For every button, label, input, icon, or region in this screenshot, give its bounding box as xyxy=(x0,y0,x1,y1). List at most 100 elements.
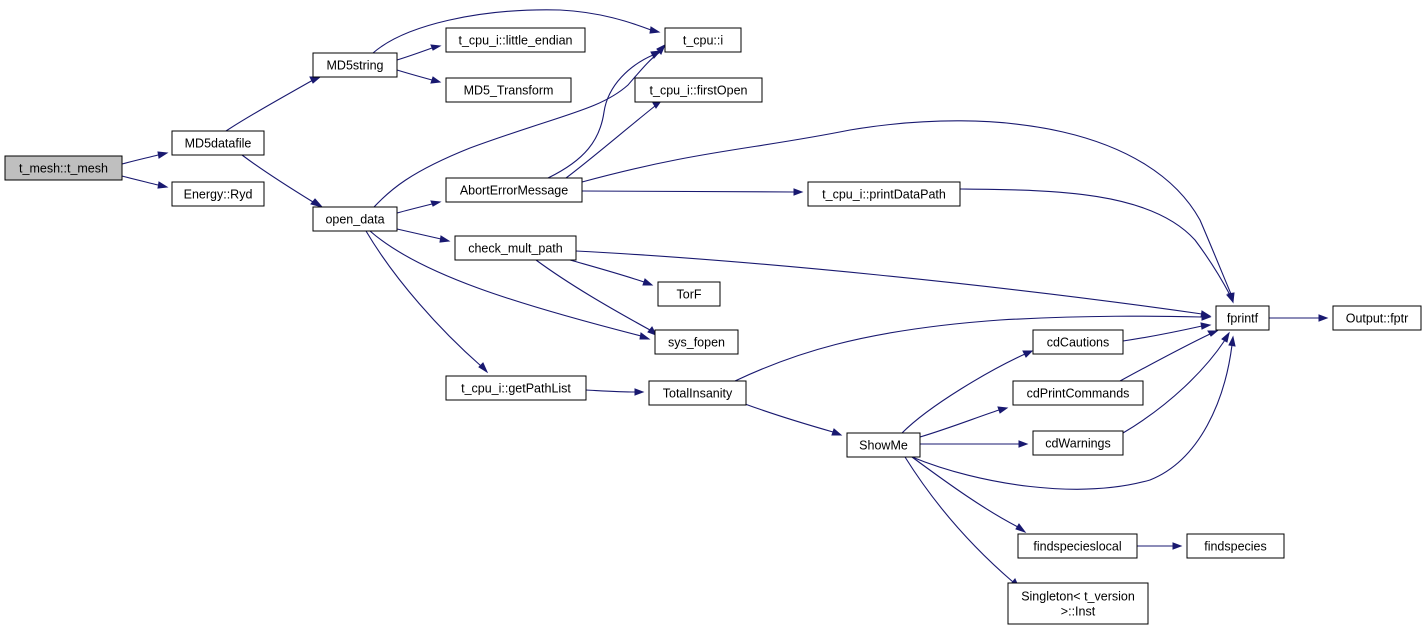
node-box[interactable] xyxy=(1186,533,1285,559)
arrowhead-icon xyxy=(1018,440,1029,448)
node-label: t_cpu_i::getPathList xyxy=(461,382,571,396)
node-box[interactable] xyxy=(648,380,747,406)
node-box[interactable] xyxy=(654,329,739,355)
node-box[interactable] xyxy=(4,155,123,181)
edge-open_data-to-abort_error xyxy=(396,200,442,214)
arrowhead-icon xyxy=(1200,322,1212,330)
arrowhead-icon xyxy=(157,151,169,159)
arrowhead-icon xyxy=(649,26,661,34)
edge-line xyxy=(911,344,1233,490)
node-label: t_cpu_i::little_endian xyxy=(459,34,573,48)
arrowhead-icon xyxy=(639,332,651,340)
arrowhead-icon xyxy=(647,326,658,336)
node-box[interactable] xyxy=(657,281,721,307)
node-fprintf[interactable]: fprintf xyxy=(1215,305,1270,331)
node-show-me[interactable]: ShowMe xyxy=(846,432,921,458)
node-box[interactable] xyxy=(664,27,742,53)
edge-line xyxy=(1119,333,1211,382)
node-box[interactable] xyxy=(1012,380,1144,406)
edge-line xyxy=(225,79,314,132)
node-label: fprintf xyxy=(1227,312,1259,326)
node-md5string[interactable]: MD5string xyxy=(312,52,398,78)
node-open-data[interactable]: open_data xyxy=(312,206,398,232)
edge-line xyxy=(581,190,795,193)
node-box[interactable] xyxy=(1215,305,1270,331)
node-t-cpu-i[interactable]: t_cpu::i xyxy=(664,27,742,53)
node-energy-ryd[interactable]: Energy::Ryd xyxy=(171,181,265,207)
arrowhead-icon xyxy=(1022,350,1034,358)
node-label: TotalInsanity xyxy=(663,387,733,401)
edge-findspecieslocal-to-findspecies xyxy=(1137,542,1183,550)
edge-get_path_list-to-total_insanity xyxy=(585,388,645,396)
node-box[interactable] xyxy=(171,130,265,156)
node-findspecieslocal[interactable]: findspecieslocal xyxy=(1017,533,1138,559)
node-label: t_cpu_i::printDataPath xyxy=(822,188,946,202)
node-label: Singleton< t_version xyxy=(1021,590,1135,604)
node-label: sys_fopen xyxy=(668,336,725,350)
edge-md5string-to-t_cpu_i xyxy=(372,9,661,54)
arrowhead-icon xyxy=(430,76,442,84)
node-box[interactable] xyxy=(454,235,577,261)
node-box[interactable] xyxy=(807,181,961,207)
node-cd-cautions[interactable]: cdCautions xyxy=(1032,329,1124,355)
edge-line xyxy=(904,456,1014,583)
node-torf[interactable]: TorF xyxy=(657,281,721,307)
arrowhead-icon xyxy=(430,200,442,207)
edge-md5datafile-to-open_data xyxy=(241,154,324,208)
node-box[interactable] xyxy=(1032,329,1124,355)
node-box[interactable] xyxy=(1007,582,1149,625)
edge-show_me-to-fprintf xyxy=(911,335,1236,490)
node-output-fptr[interactable]: Output::fptr xyxy=(1332,305,1422,331)
node-findspecies[interactable]: findspecies xyxy=(1186,533,1285,559)
node-md5datafile[interactable]: MD5datafile xyxy=(171,130,265,156)
node-t-mesh[interactable]: t_mesh::t_mesh xyxy=(4,155,123,181)
arrowhead-icon xyxy=(997,406,1009,414)
edge-check_mult_path-to-sys_fopen xyxy=(535,259,658,336)
node-box[interactable] xyxy=(634,77,763,103)
node-box[interactable] xyxy=(1332,305,1422,331)
edge-line xyxy=(396,47,433,61)
node-label: >::Inst xyxy=(1061,605,1096,619)
node-little-endian[interactable]: t_cpu_i::little_endian xyxy=(445,27,586,53)
edge-md5string-to-md5_transform xyxy=(396,69,442,84)
node-singleton-inst[interactable]: Singleton< t_version>::Inst xyxy=(1007,582,1149,625)
node-box[interactable] xyxy=(312,52,398,78)
arrowhead-icon xyxy=(1221,331,1230,343)
edge-abort_error-to-t_cpu_i xyxy=(547,50,662,179)
node-box[interactable] xyxy=(445,177,583,203)
edge-line xyxy=(396,69,433,81)
edge-cd_print_commands-to-fprintf xyxy=(1119,330,1219,382)
edge-line xyxy=(1122,325,1203,342)
node-box[interactable] xyxy=(1017,533,1138,559)
arrowhead-icon xyxy=(310,198,324,208)
edge-line xyxy=(1122,339,1226,434)
arrowhead-icon xyxy=(1015,523,1027,533)
node-cd-warnings[interactable]: cdWarnings xyxy=(1032,430,1124,456)
edge-line xyxy=(241,154,314,203)
node-box[interactable] xyxy=(846,432,921,458)
edge-line xyxy=(575,250,1203,315)
edge-line xyxy=(121,175,159,186)
node-check-mult-path[interactable]: check_mult_path xyxy=(454,235,577,261)
node-sys-fopen[interactable]: sys_fopen xyxy=(654,329,739,355)
node-box[interactable] xyxy=(312,206,398,232)
node-total-insanity[interactable]: TotalInsanity xyxy=(648,380,747,406)
edge-show_me-to-cd_cautions xyxy=(901,350,1034,434)
node-box[interactable] xyxy=(171,181,265,207)
node-cd-print-commands[interactable]: cdPrintCommands xyxy=(1012,380,1144,406)
node-get-path-list[interactable]: t_cpu_i::getPathList xyxy=(445,375,587,401)
node-box[interactable] xyxy=(445,77,572,103)
node-print-data-path[interactable]: t_cpu_i::printDataPath xyxy=(807,181,961,207)
node-first-open[interactable]: t_cpu_i::firstOpen xyxy=(634,77,763,103)
node-md5-transform[interactable]: MD5_Transform xyxy=(445,77,572,103)
edge-line xyxy=(396,228,442,240)
node-box[interactable] xyxy=(445,27,586,53)
node-box[interactable] xyxy=(445,375,587,401)
edge-line xyxy=(365,230,482,367)
node-box[interactable] xyxy=(1032,430,1124,456)
edge-abort_error-to-fprintf xyxy=(581,120,1235,304)
node-abort-error[interactable]: AbortErrorMessage xyxy=(445,177,583,203)
node-label: open_data xyxy=(325,213,384,227)
